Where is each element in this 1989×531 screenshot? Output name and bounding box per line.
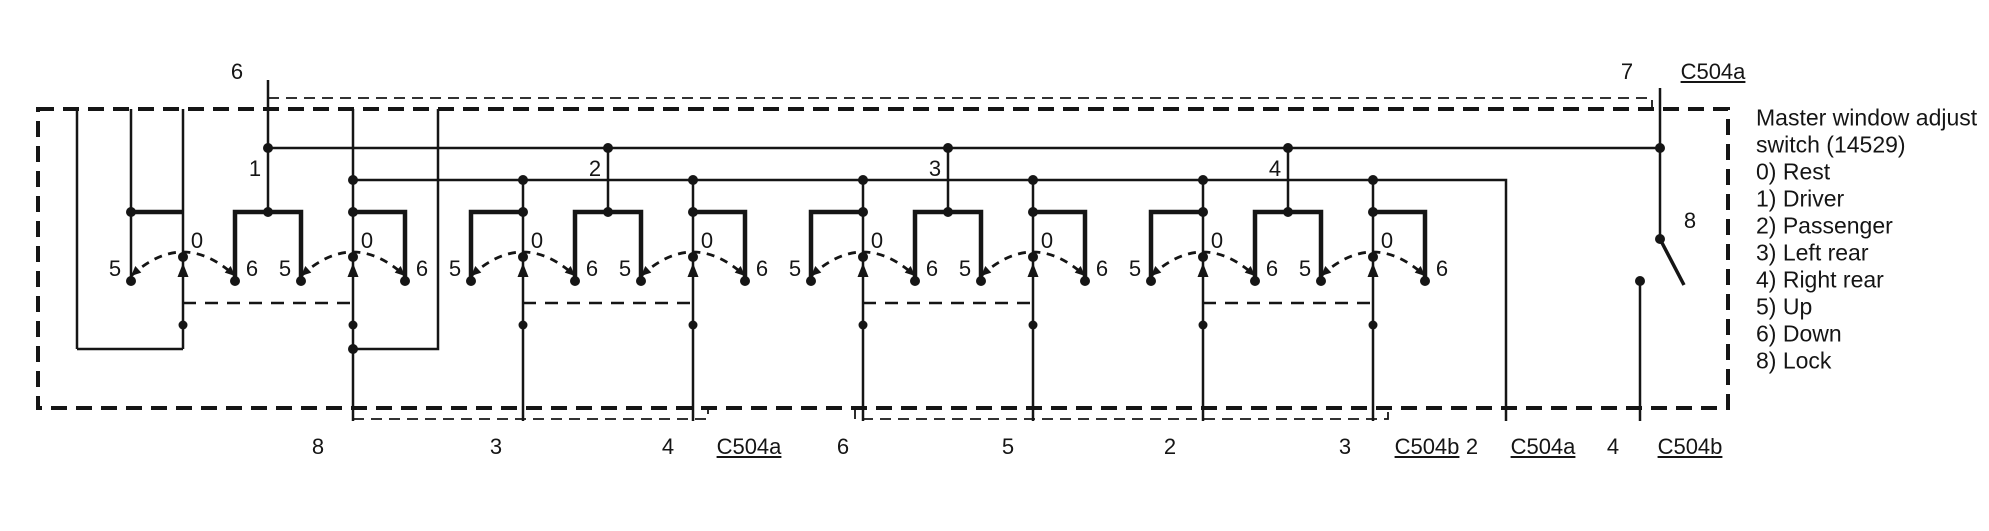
bottom-pin-label: 4 <box>1606 434 1620 459</box>
arc-down-label: 6 <box>245 256 259 281</box>
bottom-pin-label: 4 <box>661 434 675 459</box>
arc-rest-label: 0 <box>530 228 544 253</box>
bottom-pin-label: 5 <box>1001 434 1015 459</box>
bottom-connector-label: C504a <box>716 434 782 459</box>
bottom-pin-label: 3 <box>1338 434 1352 459</box>
arc-up-label: 5 <box>1128 256 1142 281</box>
legend-item: 1) Driver <box>1756 185 1845 212</box>
window-feed-label: 4 <box>1268 156 1282 181</box>
arc-rest-label: 0 <box>1210 228 1224 253</box>
arc-up-label: 5 <box>788 256 802 281</box>
window-feed-label: 2 <box>588 156 602 181</box>
legend-item: 8) Lock <box>1756 347 1832 374</box>
top-pin-7-label: 7 <box>1620 59 1634 84</box>
component-name-line2: switch (14529) <box>1756 131 1906 158</box>
arc-up-label: 5 <box>108 256 122 281</box>
legend-item: 2) Passenger <box>1756 212 1893 239</box>
arc-rest-label: 0 <box>1380 228 1394 253</box>
top-connector-label: C504a <box>1680 59 1746 84</box>
bottom-connector-label: C504a <box>1510 434 1576 459</box>
window-feed-label: 1 <box>248 156 262 181</box>
legend-item: 6) Down <box>1756 320 1842 347</box>
bottom-pin-label: 2 <box>1465 434 1479 459</box>
arc-rest-label: 0 <box>190 228 204 253</box>
arc-up-label: 5 <box>1298 256 1312 281</box>
legend-item: 4) Right rear <box>1756 266 1884 293</box>
window-feed-label: 3 <box>928 156 942 181</box>
legend-item: 5) Up <box>1756 293 1813 320</box>
arc-rest-label: 0 <box>1040 228 1054 253</box>
arc-down-label: 6 <box>1095 256 1109 281</box>
bottom-pin-label: 3 <box>489 434 503 459</box>
bottom-pin-label: 2 <box>1163 434 1177 459</box>
arc-up-label: 5 <box>278 256 292 281</box>
arc-down-label: 6 <box>1265 256 1279 281</box>
bottom-connector-label: C504b <box>1394 434 1460 459</box>
arc-down-label: 6 <box>755 256 769 281</box>
arc-rest-label: 0 <box>360 228 374 253</box>
arc-rest-label: 0 <box>700 228 714 253</box>
top-pin-6-label: 6 <box>230 59 244 84</box>
arc-rest-label: 0 <box>870 228 884 253</box>
legend-item: 3) Left rear <box>1756 239 1869 266</box>
bottom-connector-label: C504b <box>1657 434 1723 459</box>
arc-up-label: 5 <box>958 256 972 281</box>
arc-down-label: 6 <box>585 256 599 281</box>
bottom-pin-label: 6 <box>836 434 850 459</box>
arc-down-label: 6 <box>925 256 939 281</box>
arc-up-label: 5 <box>448 256 462 281</box>
legend-item: 0) Rest <box>1756 158 1831 185</box>
component-name-line1: Master window adjust <box>1756 104 1978 131</box>
arc-down-label: 6 <box>415 256 429 281</box>
arc-up-label: 5 <box>618 256 632 281</box>
bottom-pin-label: 8 <box>311 434 325 459</box>
arc-down-label: 6 <box>1435 256 1449 281</box>
lock-switch-label: 8 <box>1683 208 1697 233</box>
